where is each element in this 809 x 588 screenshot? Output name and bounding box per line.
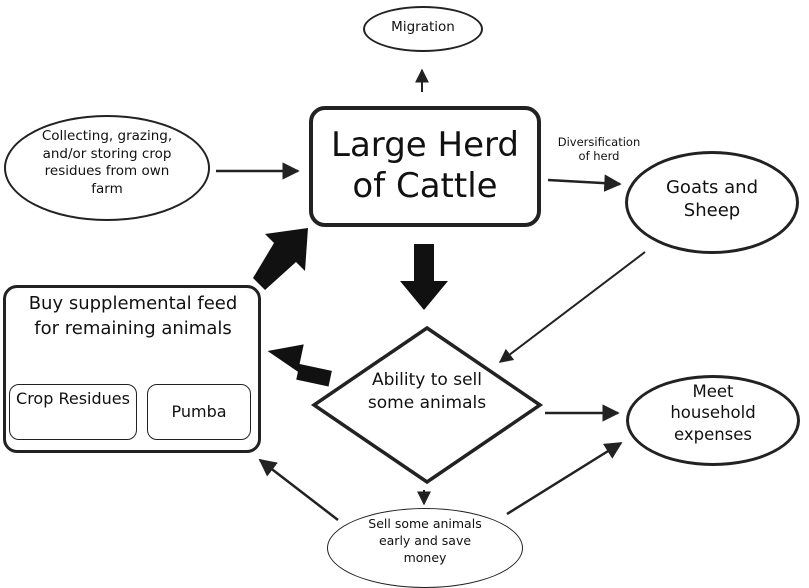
thick-arrow-herd-to-ability	[400, 244, 448, 310]
crop-residues-farm-label: Collecting, grazing, and/or storing crop…	[41, 128, 173, 197]
large-herd-node	[309, 106, 541, 227]
thick-arrow-ability-to-buy-feed	[267, 344, 332, 387]
pumba-subbox	[147, 384, 251, 440]
crop-residues-subbox	[9, 384, 137, 440]
sell-early-label: Sell some animals early and save money	[368, 516, 482, 565]
goats-sheep-node	[625, 151, 799, 254]
large-herd-label: Large Herd of Cattle	[331, 125, 519, 207]
ability-to-sell-label: Ability to sell some animals	[367, 370, 487, 413]
ability-diamond	[310, 325, 544, 485]
arrow-herd-to-goats	[547, 174, 622, 192]
buy-feed-node	[3, 285, 261, 453]
crop-residues-subbox-label: Crop Residues	[16, 389, 130, 408]
migration-node	[363, 6, 483, 52]
diversification-label: Diversification of herd	[557, 135, 641, 164]
arrow-sell-early-to-buy-feed	[258, 458, 339, 521]
buy-feed-label: Buy supplemental feed for remaining anim…	[28, 293, 238, 340]
migration-label: Migration	[391, 19, 455, 35]
goats-sheep-label: Goats and Sheep	[665, 177, 758, 221]
meet-expenses-label: Meet household expenses	[670, 382, 756, 444]
meet-expenses-node	[626, 375, 800, 466]
arrow-sell-early-to-expenses	[506, 441, 623, 516]
thick-arrow-buy-feed-to-herd	[253, 228, 308, 290]
crop-residues-farm-node	[4, 115, 210, 221]
pumba-subbox-label: Pumba	[171, 402, 227, 421]
arrow-goats-to-ability	[498, 251, 646, 363]
